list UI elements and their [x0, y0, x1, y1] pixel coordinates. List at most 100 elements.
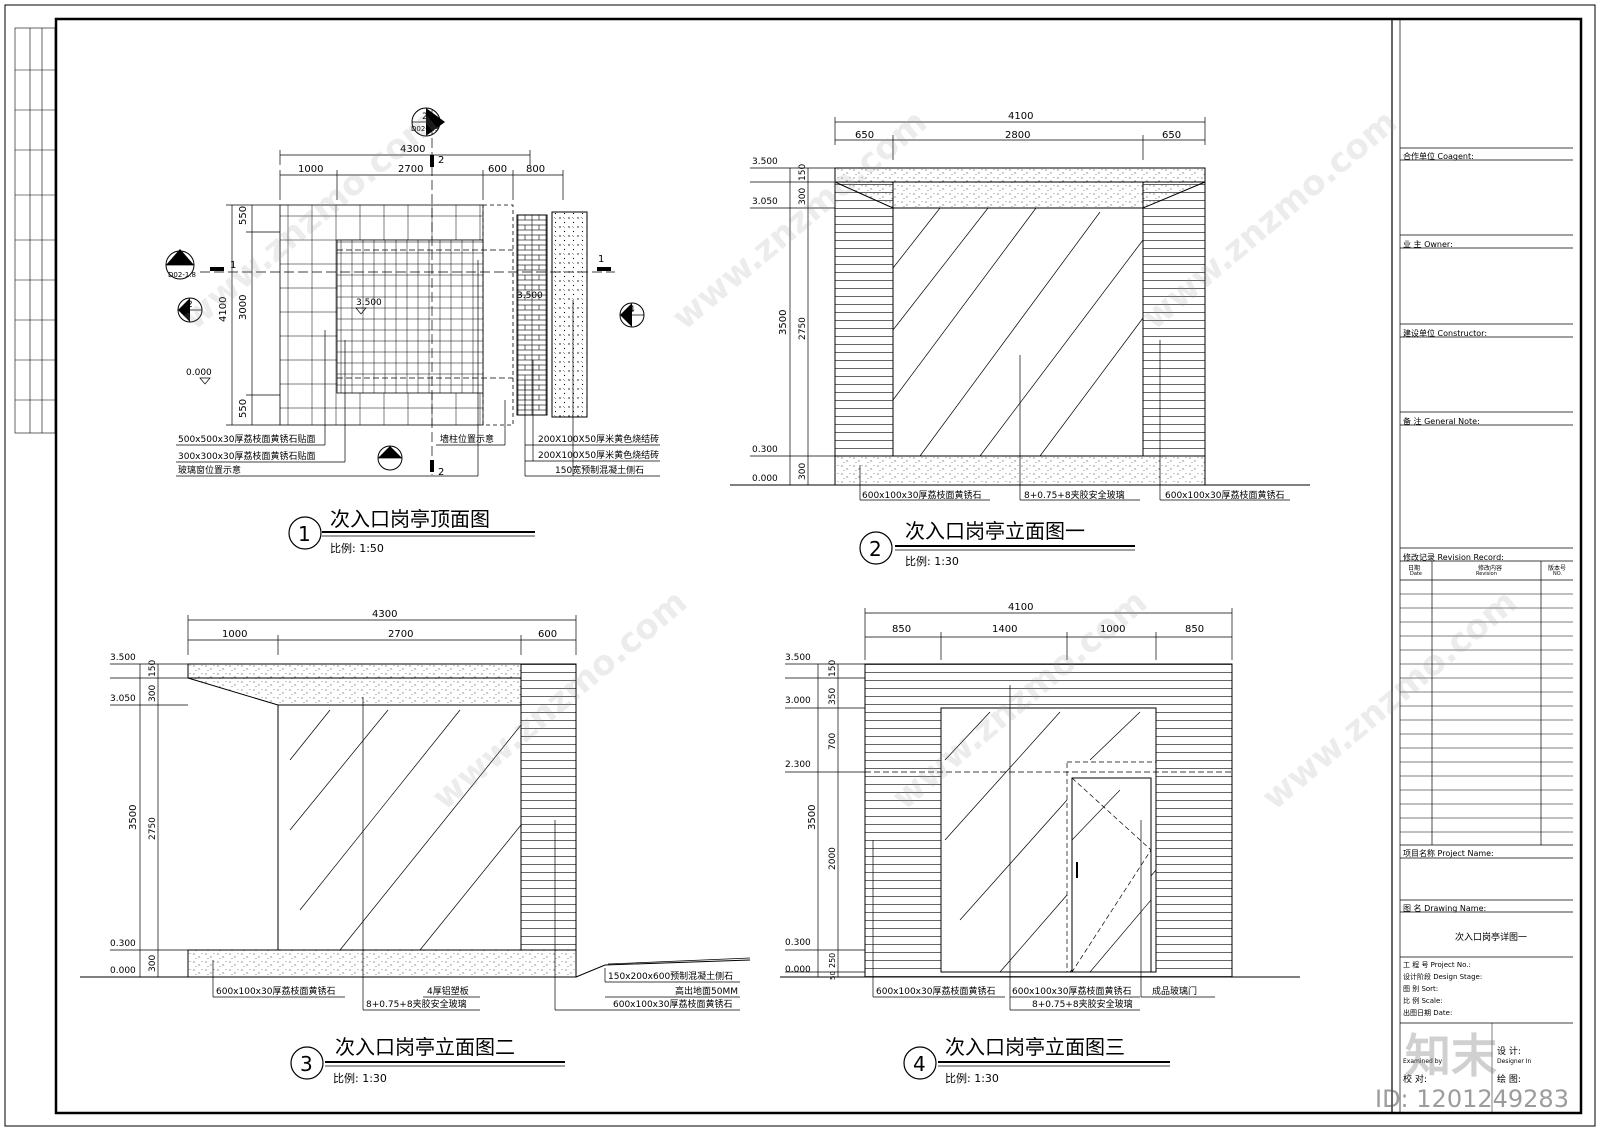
- tb-rev-col-no-en: NO.: [1553, 571, 1563, 577]
- d3-title: 次入口岗亭立面图二: [335, 1035, 515, 1059]
- d1-level-3500: 3.500: [356, 298, 382, 308]
- d2-title-number: 2: [869, 537, 882, 561]
- d1-title: 次入口岗亭顶面图: [330, 507, 490, 531]
- watermark-id: ID: 1201249283: [1375, 1085, 1569, 1113]
- d1-brick-column: [516, 214, 548, 416]
- d1-section-marker-left: 1 D02-1.8: [165, 249, 196, 280]
- tb-sort: 图 别 Sort:: [1403, 985, 1439, 993]
- d1-callout-right-1: 200X100X50厚米黄色烧结砖: [538, 433, 659, 445]
- tb-constructor: 建设单位 Constructor:: [1403, 329, 1488, 338]
- svg-text:D02-1.9: D02-1.9: [411, 125, 439, 133]
- d3-dim-left-2: 300: [148, 685, 158, 702]
- d4-dim-left-total: 3500: [807, 805, 818, 830]
- tb-drawing-name: 次入口岗亭详图一: [1455, 933, 1528, 943]
- d2-callout-1: 600x100x30厚荔枝面黄锈石: [862, 489, 981, 501]
- d3-callout-6: 600x100x30厚荔枝面黄锈石: [613, 998, 732, 1010]
- d2-dim-total: 4100: [1008, 111, 1033, 122]
- tb-design-stage: 设计阶段 Design Stage:: [1403, 973, 1483, 981]
- d1-callout-left-2: 300x300x30厚荔枝面黄锈石贴面: [178, 450, 315, 462]
- d1-curb-stone: [551, 211, 588, 418]
- d4-level-4: 0.300: [785, 938, 811, 948]
- d4-dim-left-4: 2000: [828, 847, 838, 870]
- d4-title-number: 4: [913, 1052, 926, 1076]
- d1-elevation-marker-2: 2: [177, 297, 203, 323]
- d2-left-wall: [834, 181, 894, 457]
- d1-cut-label-1b: 1: [598, 254, 604, 265]
- tb-owner: 业 主 Owner:: [1403, 240, 1453, 249]
- d3-base: [187, 949, 577, 978]
- d4-dim-left-5: 250: [828, 953, 837, 968]
- d1-dim-left-2: 3000: [238, 295, 249, 320]
- title-block: [1391, 19, 1573, 1114]
- d4-dim-2: 1400: [992, 624, 1017, 635]
- d1-callout-left-3: 玻璃窗位置示意: [178, 464, 241, 476]
- d3-callout-3: 8+0.75+8夹胶安全玻璃: [366, 998, 467, 1010]
- d1-floor-tile-small: [336, 239, 484, 394]
- tb-rev-col-no: 版本号: [1548, 565, 1567, 572]
- d1-dim-left-1: 550: [238, 206, 249, 225]
- d1-dim-left-3: 550: [238, 399, 249, 418]
- d3-level-4: 0.000: [110, 966, 136, 976]
- d1-level-3500b: 3.500: [517, 291, 543, 301]
- d2-level-1: 3.500: [752, 157, 778, 167]
- d2-callout-2: 8+0.75+8夹胶安全玻璃: [1024, 489, 1125, 501]
- d2-level-4: 0.000: [752, 474, 778, 484]
- d1-dim-total: 4300: [400, 144, 425, 155]
- svg-text:3: 3: [387, 448, 393, 458]
- d3-dim-2: 2700: [388, 629, 413, 640]
- tb-rev-col-date-en: Date: [1410, 571, 1422, 577]
- d2-right-wall: [1142, 181, 1206, 457]
- tb-rev-col-date: 日期: [1408, 565, 1421, 572]
- d1-dim-1: 1000: [298, 164, 323, 175]
- d3-level-3: 0.300: [110, 939, 136, 949]
- tb-design: 设 计:: [1497, 1047, 1521, 1057]
- tb-checked: 校 对:: [1403, 1075, 1427, 1085]
- d1-dim-4: 800: [526, 164, 545, 175]
- tb-coagent: 合作单位 Coagent:: [1403, 152, 1474, 161]
- d3-callout-5: 高出地面50MM: [675, 985, 738, 997]
- d3-callout-4: 150x200x600预制混凝土侧石: [608, 970, 733, 982]
- svg-text:2: 2: [422, 112, 428, 122]
- d2-dim-left-4: 300: [798, 463, 808, 480]
- svg-text:D02-1.8: D02-1.8: [168, 271, 196, 279]
- d3-roof-fascia: [187, 677, 522, 706]
- d4-callout-4: 8+0.75+8夹胶安全玻璃: [1032, 998, 1133, 1010]
- tb-drawing-name-label: 图 名 Drawing Name:: [1403, 904, 1487, 913]
- d1-section-marker-top: 2 D02-1.9: [411, 107, 445, 137]
- tb-drawn: 绘 图:: [1497, 1075, 1521, 1085]
- tb-project-name: 项目名称 Project Name:: [1403, 849, 1494, 858]
- d4-dim-left-6: 50: [829, 971, 837, 980]
- d2-dim-3: 650: [1162, 130, 1181, 141]
- d1-cut-label-2a: 2: [438, 155, 444, 166]
- tb-scale: 比 例 Scale:: [1403, 997, 1443, 1005]
- d3-dim-left-1: 150: [148, 660, 158, 677]
- tb-date: 出图日期 Date:: [1403, 1009, 1453, 1017]
- d1-callout-right-2: 200X100X50厚米黄色烧结砖: [538, 449, 659, 461]
- d1-elevation-marker-3: 3: [377, 445, 403, 471]
- tb-general-note: 备 注 General Note:: [1403, 417, 1480, 426]
- tb-rev-col-revision-en: Revision: [1476, 571, 1497, 577]
- d1-callout-mid: 墙柱位置示意: [440, 433, 494, 445]
- d3-dim-left-3: 2750: [148, 817, 158, 840]
- d1-dim-3: 600: [488, 164, 507, 175]
- d2-dim-left-2: 300: [798, 188, 808, 205]
- d4-callout-2: 600x100x30厚荔枝面黄锈石: [1012, 985, 1131, 997]
- d4-title: 次入口岗亭立面图三: [945, 1035, 1125, 1059]
- inner-frame: [54, 17, 1583, 1115]
- drawing-2-elevation: 4100 650 2800 650 3500 150 300 2750 300 …: [730, 111, 1310, 568]
- outer-frame: [4, 4, 1596, 1127]
- d1-cut-label-2b: 2: [438, 467, 444, 478]
- d2-roof-cap: [834, 167, 1206, 183]
- d4-level-2: 3.000: [785, 696, 811, 706]
- d3-dim-left-total: 3500: [128, 805, 139, 830]
- d4-level-1: 3.500: [785, 653, 811, 663]
- d2-dim-1: 650: [855, 130, 874, 141]
- tb-revision-record: 修改记录 Revision Record:: [1403, 553, 1504, 562]
- d4-glass-door: [1071, 777, 1152, 973]
- d3-callout-2: 4厚铝塑板: [427, 985, 469, 997]
- d4-level-3: 2.300: [785, 760, 811, 770]
- tb-examined-by: Examined by: [1403, 1058, 1443, 1065]
- d4-dim-left-2: 350: [828, 688, 838, 705]
- d3-roof-cap: [187, 663, 522, 679]
